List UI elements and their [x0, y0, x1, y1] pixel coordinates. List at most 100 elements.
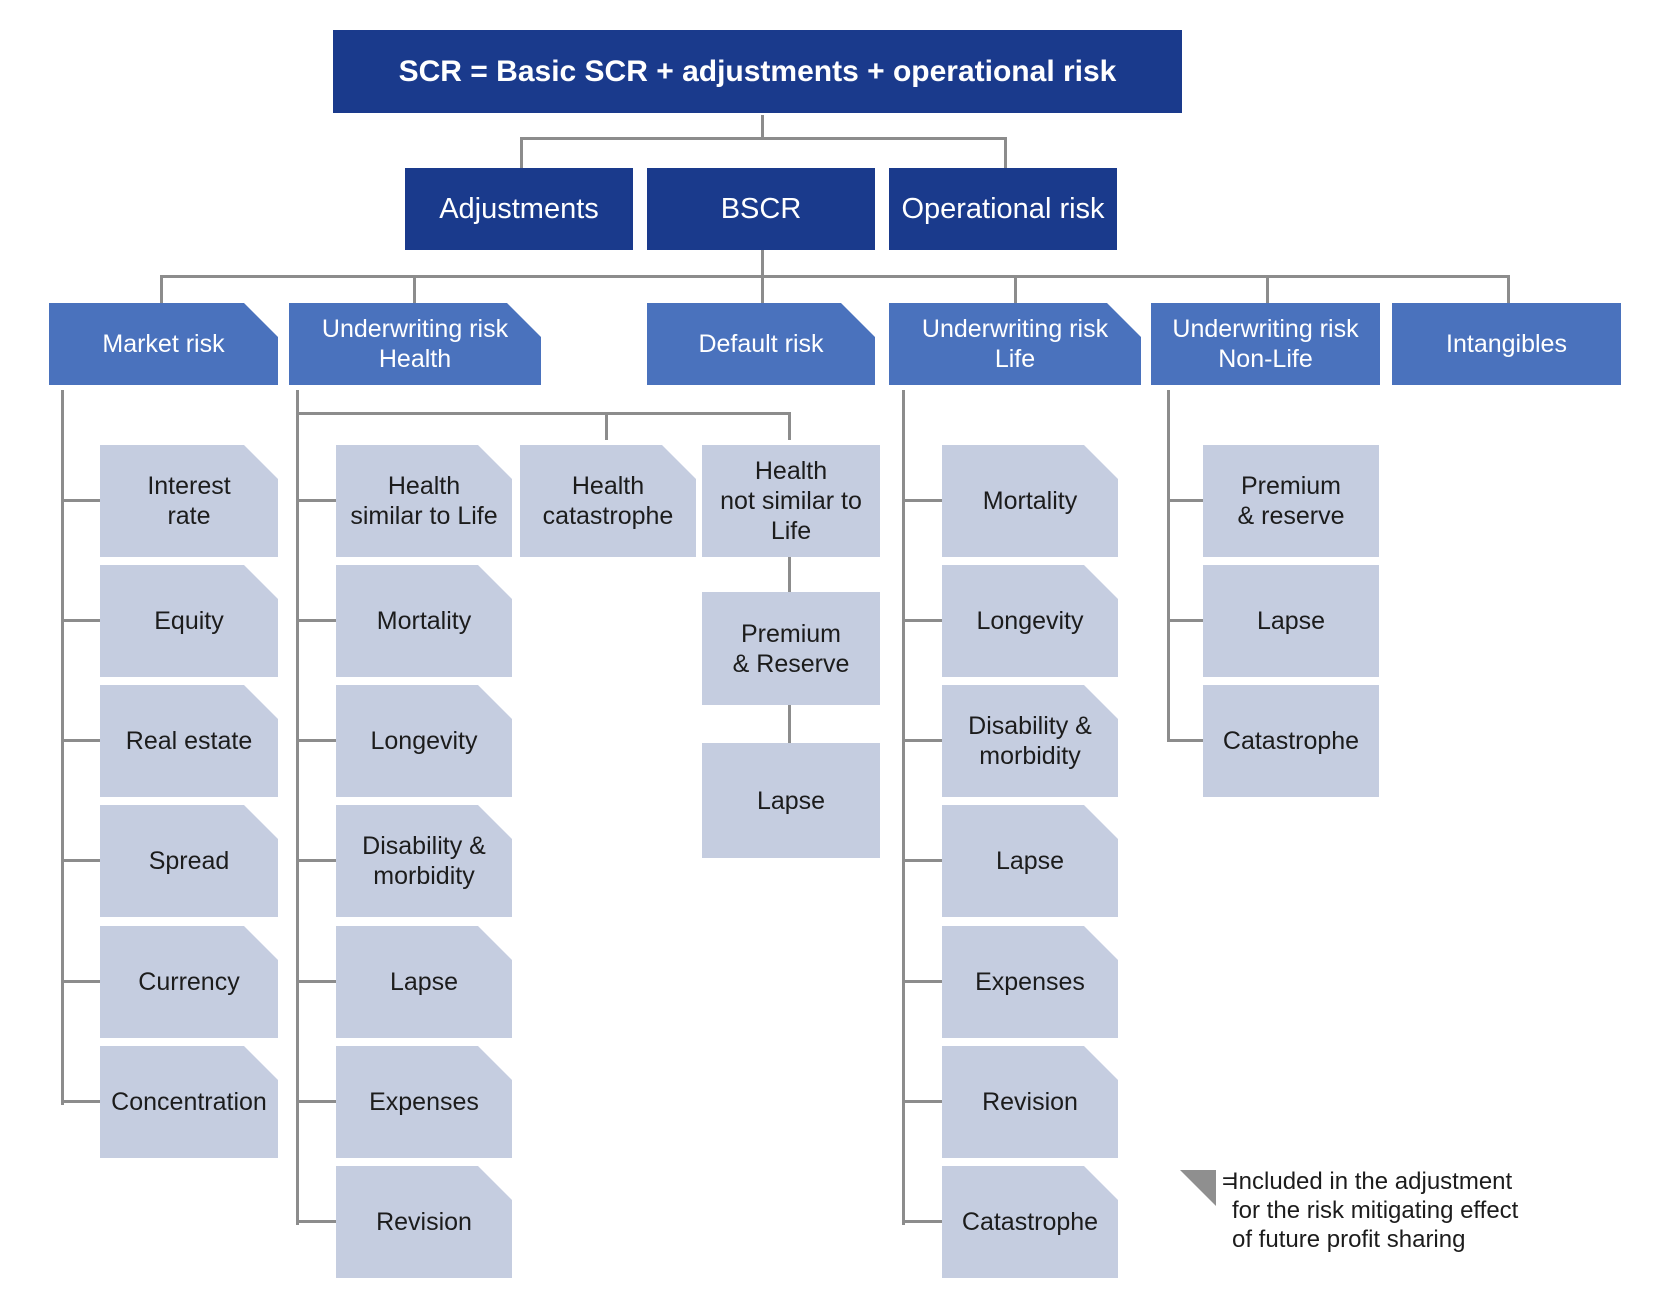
scr-formula-label: SCR = Basic SCR + adjustments + operatio…	[398, 54, 1117, 88]
connector	[296, 980, 336, 983]
life-sub-catastrophe: Catastrophe	[942, 1166, 1118, 1278]
connector	[902, 1100, 942, 1103]
sub-module-label: Longevity	[976, 607, 1084, 635]
profit-sharing-marker	[1084, 805, 1118, 839]
connector	[61, 980, 100, 983]
profit-sharing-marker	[1084, 445, 1118, 479]
life-sub-disability: Disability & morbidity	[942, 685, 1118, 797]
uw-life-label: Underwriting risk Life	[921, 315, 1109, 373]
profit-sharing-marker	[507, 303, 541, 337]
uw-nonlife-label: Underwriting risk Non-Life	[1172, 315, 1359, 373]
profit-sharing-marker	[478, 685, 512, 719]
connector	[296, 499, 336, 502]
connector	[902, 739, 942, 742]
connector	[296, 1100, 336, 1103]
connector	[902, 980, 942, 983]
profit-sharing-marker	[244, 445, 278, 479]
profit-sharing-marker	[478, 1166, 512, 1200]
connector	[520, 137, 523, 168]
market-risk-label: Market risk	[102, 330, 225, 358]
health-slt-sub-expenses: Expenses	[336, 1046, 512, 1158]
legend-equals: =	[1222, 1168, 1237, 1195]
uw-nonlife-box: Underwriting risk Non-Life	[1151, 303, 1380, 385]
profit-sharing-marker	[244, 303, 278, 337]
uw-health-box: Underwriting risk Health	[289, 303, 541, 385]
connector	[788, 705, 791, 743]
connector	[1167, 499, 1203, 502]
sub-module-label: Lapse	[1256, 607, 1326, 635]
profit-sharing-marker	[478, 565, 512, 599]
connector	[61, 390, 64, 1105]
sub-module-label: Mortality	[376, 607, 472, 635]
connector	[761, 115, 764, 139]
health-not-similar-box: Health not similar to Life	[702, 445, 880, 557]
connector	[902, 619, 942, 622]
intangibles-box: Intangibles	[1392, 303, 1621, 385]
sub-module-label: Health catastrophe	[542, 472, 674, 530]
sub-module-label: Revision	[982, 1088, 1078, 1116]
life-sub-revision: Revision	[942, 1046, 1118, 1158]
sub-module-label: Equity	[154, 607, 224, 635]
health-slt-sub-lapse: Lapse	[336, 926, 512, 1038]
market-sub-concentration: Concentration	[100, 1046, 278, 1158]
profit-sharing-marker	[662, 445, 696, 479]
sub-module-label: Revision	[376, 1208, 472, 1236]
sub-module-label: Real estate	[125, 727, 253, 755]
bscr-label: BSCR	[720, 192, 802, 225]
connector	[1014, 275, 1017, 303]
sub-module-label: Spread	[148, 847, 230, 875]
adjustments-box: Adjustments	[405, 168, 633, 250]
connector	[296, 859, 336, 862]
market-sub-equity: Equity	[100, 565, 278, 677]
connector	[61, 499, 100, 502]
profit-sharing-marker	[1084, 926, 1118, 960]
connector	[160, 275, 163, 303]
legend-marker-icon	[1180, 1170, 1216, 1206]
adjustments-label: Adjustments	[439, 192, 599, 225]
default-risk-label: Default risk	[698, 330, 824, 358]
profit-sharing-marker	[244, 805, 278, 839]
connector	[902, 390, 905, 1225]
scr-formula-box: SCR = Basic SCR + adjustments + operatio…	[333, 30, 1182, 113]
connector	[902, 1220, 942, 1223]
health-nslt-sub-lapse: Lapse	[702, 743, 880, 858]
profit-sharing-marker	[478, 445, 512, 479]
sub-module-label: Disability & morbidity	[968, 712, 1092, 770]
connector	[788, 556, 791, 592]
connector	[160, 275, 1510, 278]
sub-module-label: Health similar to Life	[350, 472, 498, 530]
sub-module-label: Concentration	[111, 1088, 267, 1116]
connector	[761, 275, 764, 303]
sub-module-label: Premium & reserve	[1237, 472, 1345, 530]
profit-sharing-marker	[1084, 1046, 1118, 1080]
connector	[1507, 275, 1510, 303]
uw-health-label: Underwriting risk Health	[321, 315, 509, 373]
nonlife-sub-lapse: Lapse	[1203, 565, 1379, 677]
connector	[902, 859, 942, 862]
nonlife-sub-premium-reserve: Premium & reserve	[1203, 445, 1379, 557]
sub-module-label: Interest rate	[147, 472, 231, 530]
sub-module-label: Lapse	[756, 786, 826, 815]
operational-risk-label: Operational risk	[901, 192, 1105, 225]
profit-sharing-marker	[478, 926, 512, 960]
profit-sharing-marker	[244, 926, 278, 960]
connector	[413, 275, 416, 303]
sub-module-label: Expenses	[975, 968, 1085, 996]
sub-module-label: Longevity	[370, 727, 478, 755]
intangibles-label: Intangibles	[1446, 330, 1567, 358]
connector	[61, 1100, 100, 1103]
profit-sharing-marker	[1107, 303, 1141, 337]
connector	[902, 499, 942, 502]
connector	[296, 619, 336, 622]
connector	[296, 1220, 336, 1223]
sub-module-label: Catastrophe	[961, 1208, 1099, 1236]
health-similar-to-life-box: Health similar to Life	[336, 445, 512, 557]
connector	[1167, 390, 1170, 742]
health-nslt-sub-premium-reserve: Premium & Reserve	[702, 592, 880, 705]
life-sub-lapse: Lapse	[942, 805, 1118, 917]
connector	[1167, 739, 1203, 742]
profit-sharing-marker	[478, 805, 512, 839]
connector	[1167, 619, 1203, 622]
connector	[296, 412, 791, 415]
